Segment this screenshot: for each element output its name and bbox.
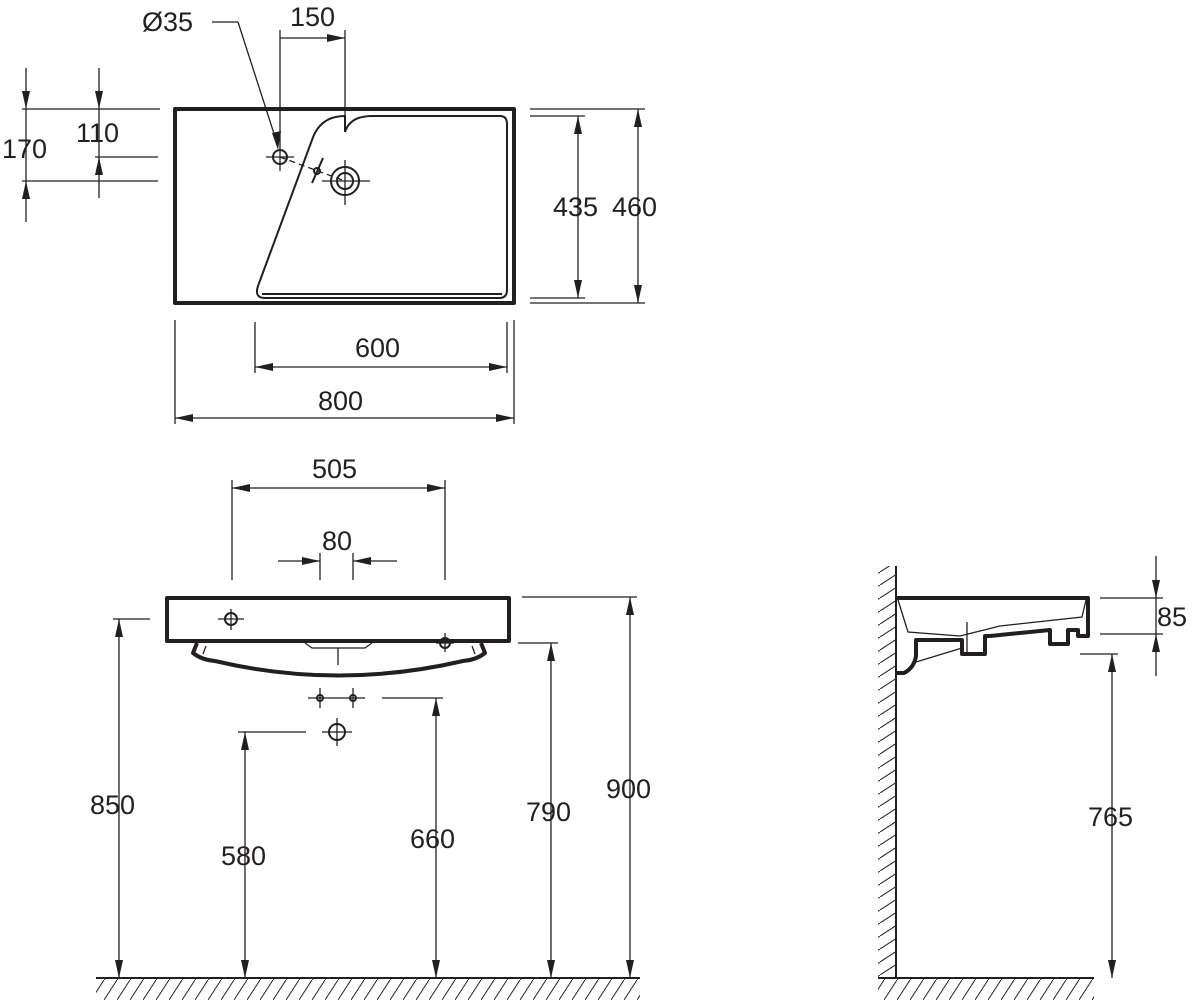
dim-110-label: 110 bbox=[76, 118, 119, 148]
inner-width-label: 600 bbox=[355, 333, 400, 363]
dim-170-label: 170 bbox=[2, 134, 47, 164]
floor-hatch-side bbox=[878, 978, 1094, 1000]
basin-thickness-label: 85 bbox=[1157, 602, 1187, 632]
outer-width-label: 800 bbox=[318, 386, 363, 416]
bracket-spacing-label: 505 bbox=[312, 454, 357, 484]
basin-outline-front bbox=[165, 596, 511, 643]
wall-hatch-side bbox=[878, 566, 896, 978]
outer-depth-label: 460 bbox=[612, 192, 657, 222]
inner-depth-label: 435 bbox=[553, 192, 598, 222]
drain-outlet bbox=[322, 160, 370, 205]
waste-pipe-point bbox=[322, 718, 352, 746]
height-850-label: 850 bbox=[90, 790, 135, 820]
height-790-label: 790 bbox=[526, 797, 571, 827]
basin-bowl-outline bbox=[255, 114, 508, 299]
fixing-spacing-label: 80 bbox=[322, 526, 352, 556]
basin-underside-front bbox=[191, 642, 487, 678]
floor-hatch-front bbox=[96, 978, 640, 1000]
tap-hole-front bbox=[218, 609, 244, 630]
height-660-label: 660 bbox=[410, 824, 455, 854]
underside-height-label: 765 bbox=[1088, 802, 1133, 832]
side-view: 85 765 bbox=[878, 556, 1187, 1000]
height-900-label: 900 bbox=[606, 774, 651, 804]
basin-outline-top bbox=[173, 107, 516, 305]
wall-fixing-points bbox=[308, 688, 365, 708]
top-view: Ø35 150 170 110 435 460 bbox=[2, 2, 657, 424]
basin-profile-side bbox=[896, 596, 1090, 675]
tap-offset-label: 150 bbox=[290, 2, 335, 32]
hole-diameter-label: Ø35 bbox=[142, 7, 193, 37]
height-580-label: 580 bbox=[221, 841, 266, 871]
overflow-front bbox=[436, 633, 454, 652]
front-view: 505 80 850 580 660 790 bbox=[90, 454, 651, 1000]
